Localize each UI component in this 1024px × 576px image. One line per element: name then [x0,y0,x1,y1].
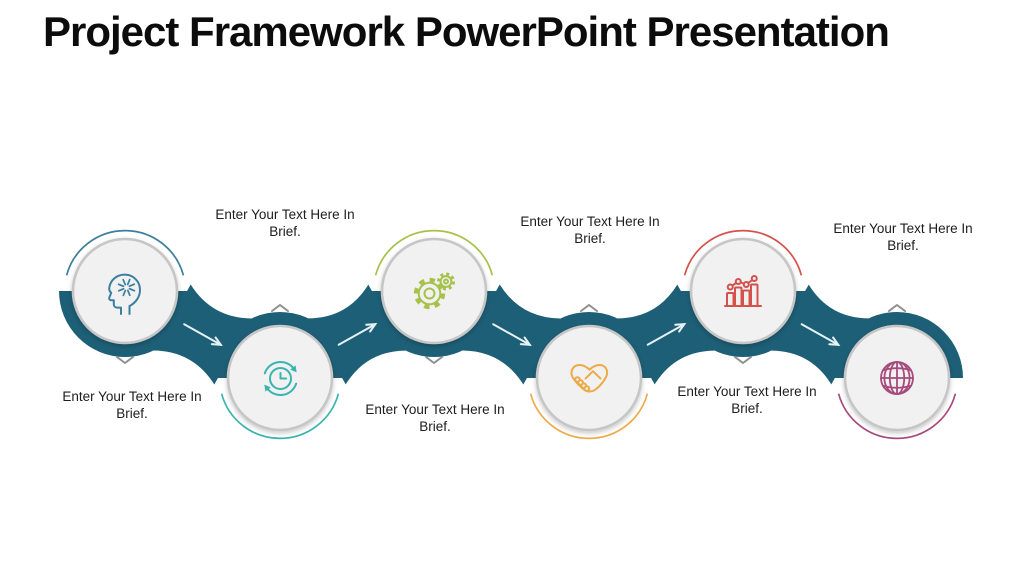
accent-arc-3 [374,229,494,276]
accent-arc-4 [529,393,649,440]
idea-head-icon [108,273,141,315]
step-label-2: Enter Your Text Here In Brief. [215,207,355,239]
flow-arrow-icon-5 [800,323,841,346]
step-circle-4 [535,324,643,432]
step-label-3: Enter Your Text Here In Brief. [365,402,505,434]
step-label-1: Enter Your Text Here In Brief. [62,389,202,421]
growth-chart-icon [724,275,762,307]
time-management-icon [263,361,298,396]
flow-arrow-icon-1 [183,323,223,346]
chevron-down-icon-1 [116,356,134,364]
chevron-up-icon-6 [888,304,906,312]
chevron-up-icon-4 [580,304,598,312]
accent-arc-2 [220,393,340,440]
step-label-6: Enter Your Text Here In Brief. [833,221,973,253]
step-label-4: Enter Your Text Here In Brief. [520,214,660,246]
chevron-up-icon-2 [271,304,289,312]
accent-arc-5 [683,229,803,276]
step-label-5: Enter Your Text Here In Brief. [677,384,817,416]
globe-icon [880,361,914,395]
flow-arrow-icon-3 [492,323,532,346]
chevron-down-icon-3 [425,356,443,364]
slide-title: Project Framework PowerPoint Presentatio… [43,8,890,55]
accent-arc-6 [837,393,957,440]
flow-arrow-icon-4 [646,323,687,346]
chevron-down-icon-5 [734,356,752,364]
flow-arrow-icon-2 [337,323,378,346]
handshake-icon [570,364,609,393]
accent-arc-1 [65,229,185,276]
